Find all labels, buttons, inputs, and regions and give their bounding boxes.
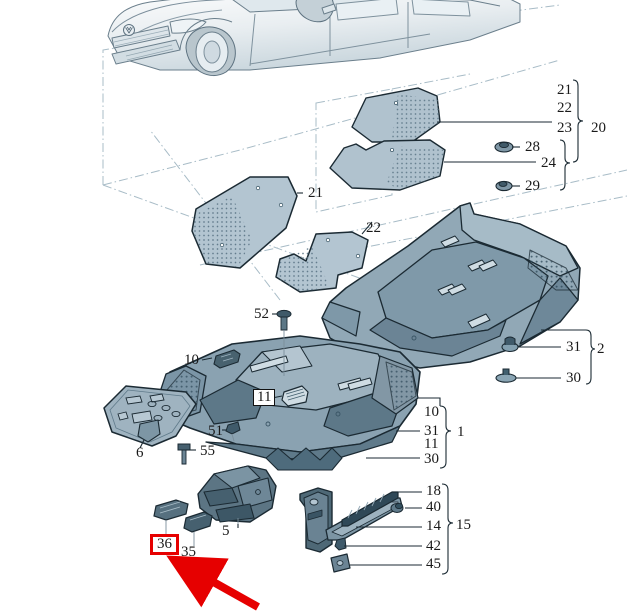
plate-45: [330, 553, 351, 573]
fastener-31-rear: [501, 336, 519, 353]
floor-insulation-panel-6: [103, 385, 197, 447]
callout-30-rear: 30: [566, 370, 581, 386]
callout-23: 23: [557, 120, 572, 136]
floor-mat-22: [275, 231, 369, 293]
mat-clip-28: [494, 141, 514, 153]
callout-30-front: 30: [424, 451, 439, 467]
callout-21-top: 21: [557, 82, 572, 98]
carpet-grommet-11: [281, 385, 309, 407]
fastener-30-rear: [495, 368, 517, 383]
callout-11-boxed: 11: [253, 389, 276, 406]
rear-floor-covering-2: [321, 202, 581, 369]
callout-29: 29: [525, 178, 540, 194]
bracket-5: [197, 465, 277, 528]
callout-31-front: 31: [424, 423, 439, 439]
floor-mat-21: [191, 176, 298, 269]
callout-24-group: 24: [541, 155, 556, 171]
callout-40: 40: [426, 499, 441, 515]
callout-36-highlighted: 36: [150, 534, 179, 555]
callout-10-right: 10: [424, 404, 439, 420]
callout-22-top: 22: [557, 100, 572, 116]
callout-18: 18: [426, 483, 441, 499]
callout-14: 14: [426, 518, 441, 534]
floor-mat-24: [329, 139, 446, 191]
callout-21-mat: 21: [308, 185, 323, 201]
callout-20-group: 20: [591, 120, 606, 136]
clip-35: [183, 511, 213, 546]
fastener-42: [334, 537, 347, 551]
callout-15-group: 15: [456, 517, 471, 533]
callout-22-mat: 22: [366, 220, 381, 236]
callout-2-group: 2: [597, 341, 605, 357]
callout-42: 42: [426, 538, 441, 554]
callout-1-group: 1: [457, 424, 465, 440]
leader-lines: [139, 79, 596, 575]
fastener-40: [390, 502, 404, 513]
callout-5: 5: [222, 523, 230, 539]
callout-11-right: 11: [424, 436, 439, 452]
callout-28: 28: [525, 139, 540, 155]
fastener-10: [213, 349, 241, 369]
callout-55: 55: [200, 443, 215, 459]
callout-10-left: 10: [184, 352, 199, 368]
clip-36: [153, 499, 189, 534]
callout-51: 51: [208, 423, 223, 439]
callout-52: 52: [254, 306, 269, 322]
fastener-51: [225, 421, 241, 442]
callout-6: 6: [136, 445, 144, 461]
floor-mat-23: [351, 87, 441, 143]
callout-31-rear: 31: [566, 339, 581, 355]
sill-trim-group-15: [299, 487, 404, 573]
callout-45: 45: [426, 556, 441, 572]
vehicle-illustration: [107, 0, 521, 77]
